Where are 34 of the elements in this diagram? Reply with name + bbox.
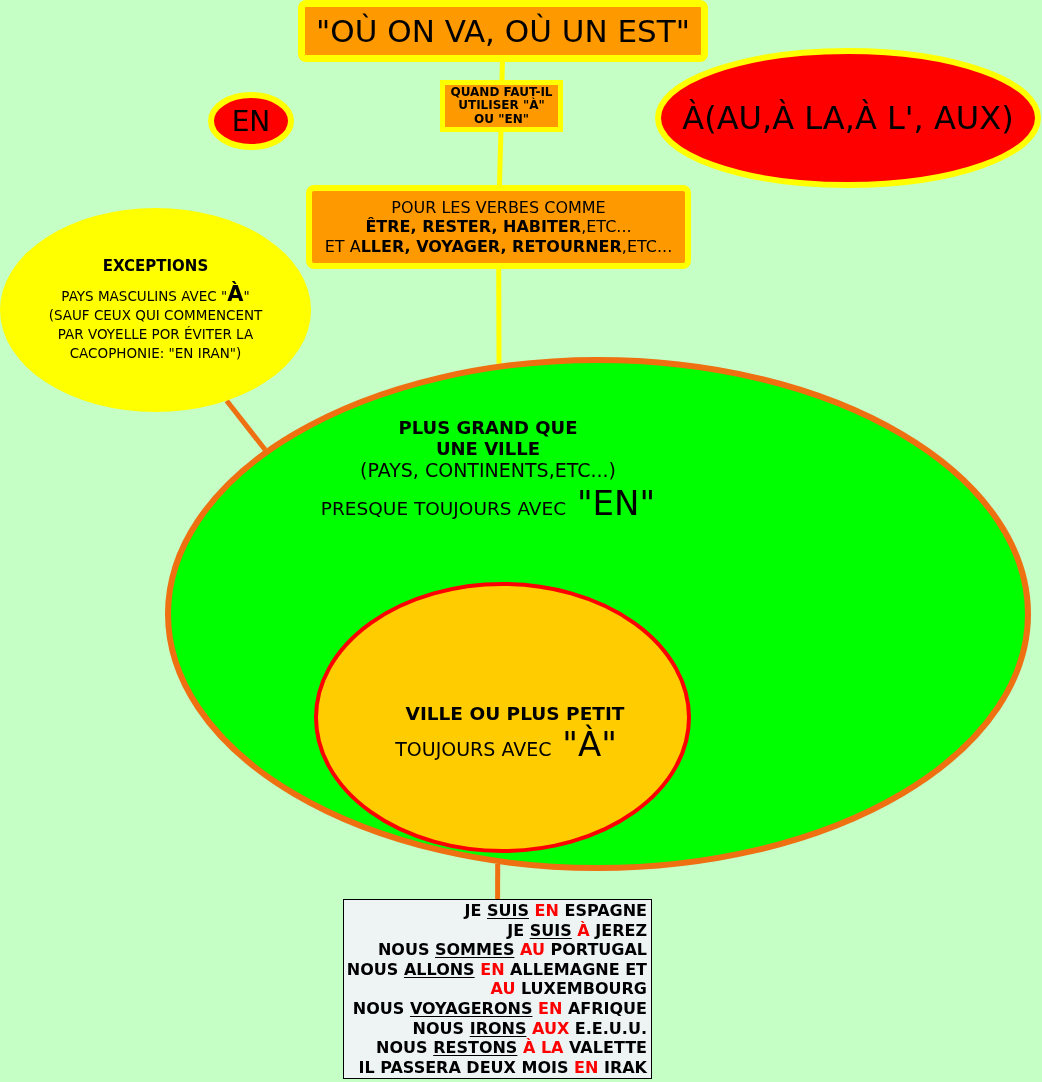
city-ellipse <box>314 582 691 853</box>
preposition-ellipse <box>208 92 294 150</box>
heading-text: PLUS GRAND QUE UNE VILLE <box>397 417 579 459</box>
body-text: PRESQUE TOUJOURS AVEC "EN" <box>319 486 657 521</box>
connector-line <box>495 864 501 899</box>
question-box <box>440 80 563 132</box>
exceptions-ellipse <box>0 208 311 412</box>
example-sentence: NOUS IRONS AUX E.E.U.U. <box>411 1018 647 1038</box>
title-text: "OÙ ON VA, OÙ UN EST" <box>315 11 691 51</box>
example-sentence: NOUS SOMMES AU PORTUGAL <box>376 940 647 960</box>
verbs-box <box>306 185 691 269</box>
preposition-text: À(AU,À LA,À L', AUX) <box>681 98 1015 138</box>
body-text: (PAYS, CONTINENTS,ETC...) <box>359 459 617 481</box>
example-sentence: NOUS RESTONS À LA VALETTE <box>375 1038 647 1058</box>
example-sentence: NOUS ALLONS EN ALLEMAGNE ET AU LUXEMBOURG <box>345 959 647 999</box>
example-sentence: IL PASSERA DEUX MOIS EN IRAK <box>357 1057 647 1078</box>
heading-text: VILLE OU PLUS PETIT <box>404 702 626 724</box>
heading-text: EXCEPTIONS <box>101 257 210 276</box>
connector-line <box>496 269 502 364</box>
question-text: QUAND FAUT-IL UTILISER "À" OU "EN" <box>449 86 554 126</box>
example-sentence: JE SUIS EN ESPAGNE <box>462 901 647 921</box>
examples-box <box>343 899 652 1079</box>
body-text: PAYS MASCULINS AVEC "À" (SAUF CEUX QUI COMMENCENT PAR VOYELLE POR ÉVITER LA CACOPHONIE: "EN IRAN") <box>47 283 264 363</box>
verbs-text: ÊTRE, RESTER, HABITER,ETC... <box>364 217 633 237</box>
example-sentence: JE SUIS À JEREZ <box>505 920 647 941</box>
example-sentence: NOUS VOYAGERONS EN AFRIQUE <box>351 998 647 1019</box>
connector-line <box>224 399 268 452</box>
verbs-text: POUR LES VERBES COMME <box>390 197 607 217</box>
connector-line <box>497 131 504 186</box>
connector-line <box>499 61 505 81</box>
title-box <box>298 0 708 62</box>
preposition-text: EN <box>230 103 272 139</box>
preposition-ellipse <box>655 48 1041 188</box>
verbs-text: ET ALLER, VOYAGER, RETOURNER,ETC... <box>323 236 674 257</box>
